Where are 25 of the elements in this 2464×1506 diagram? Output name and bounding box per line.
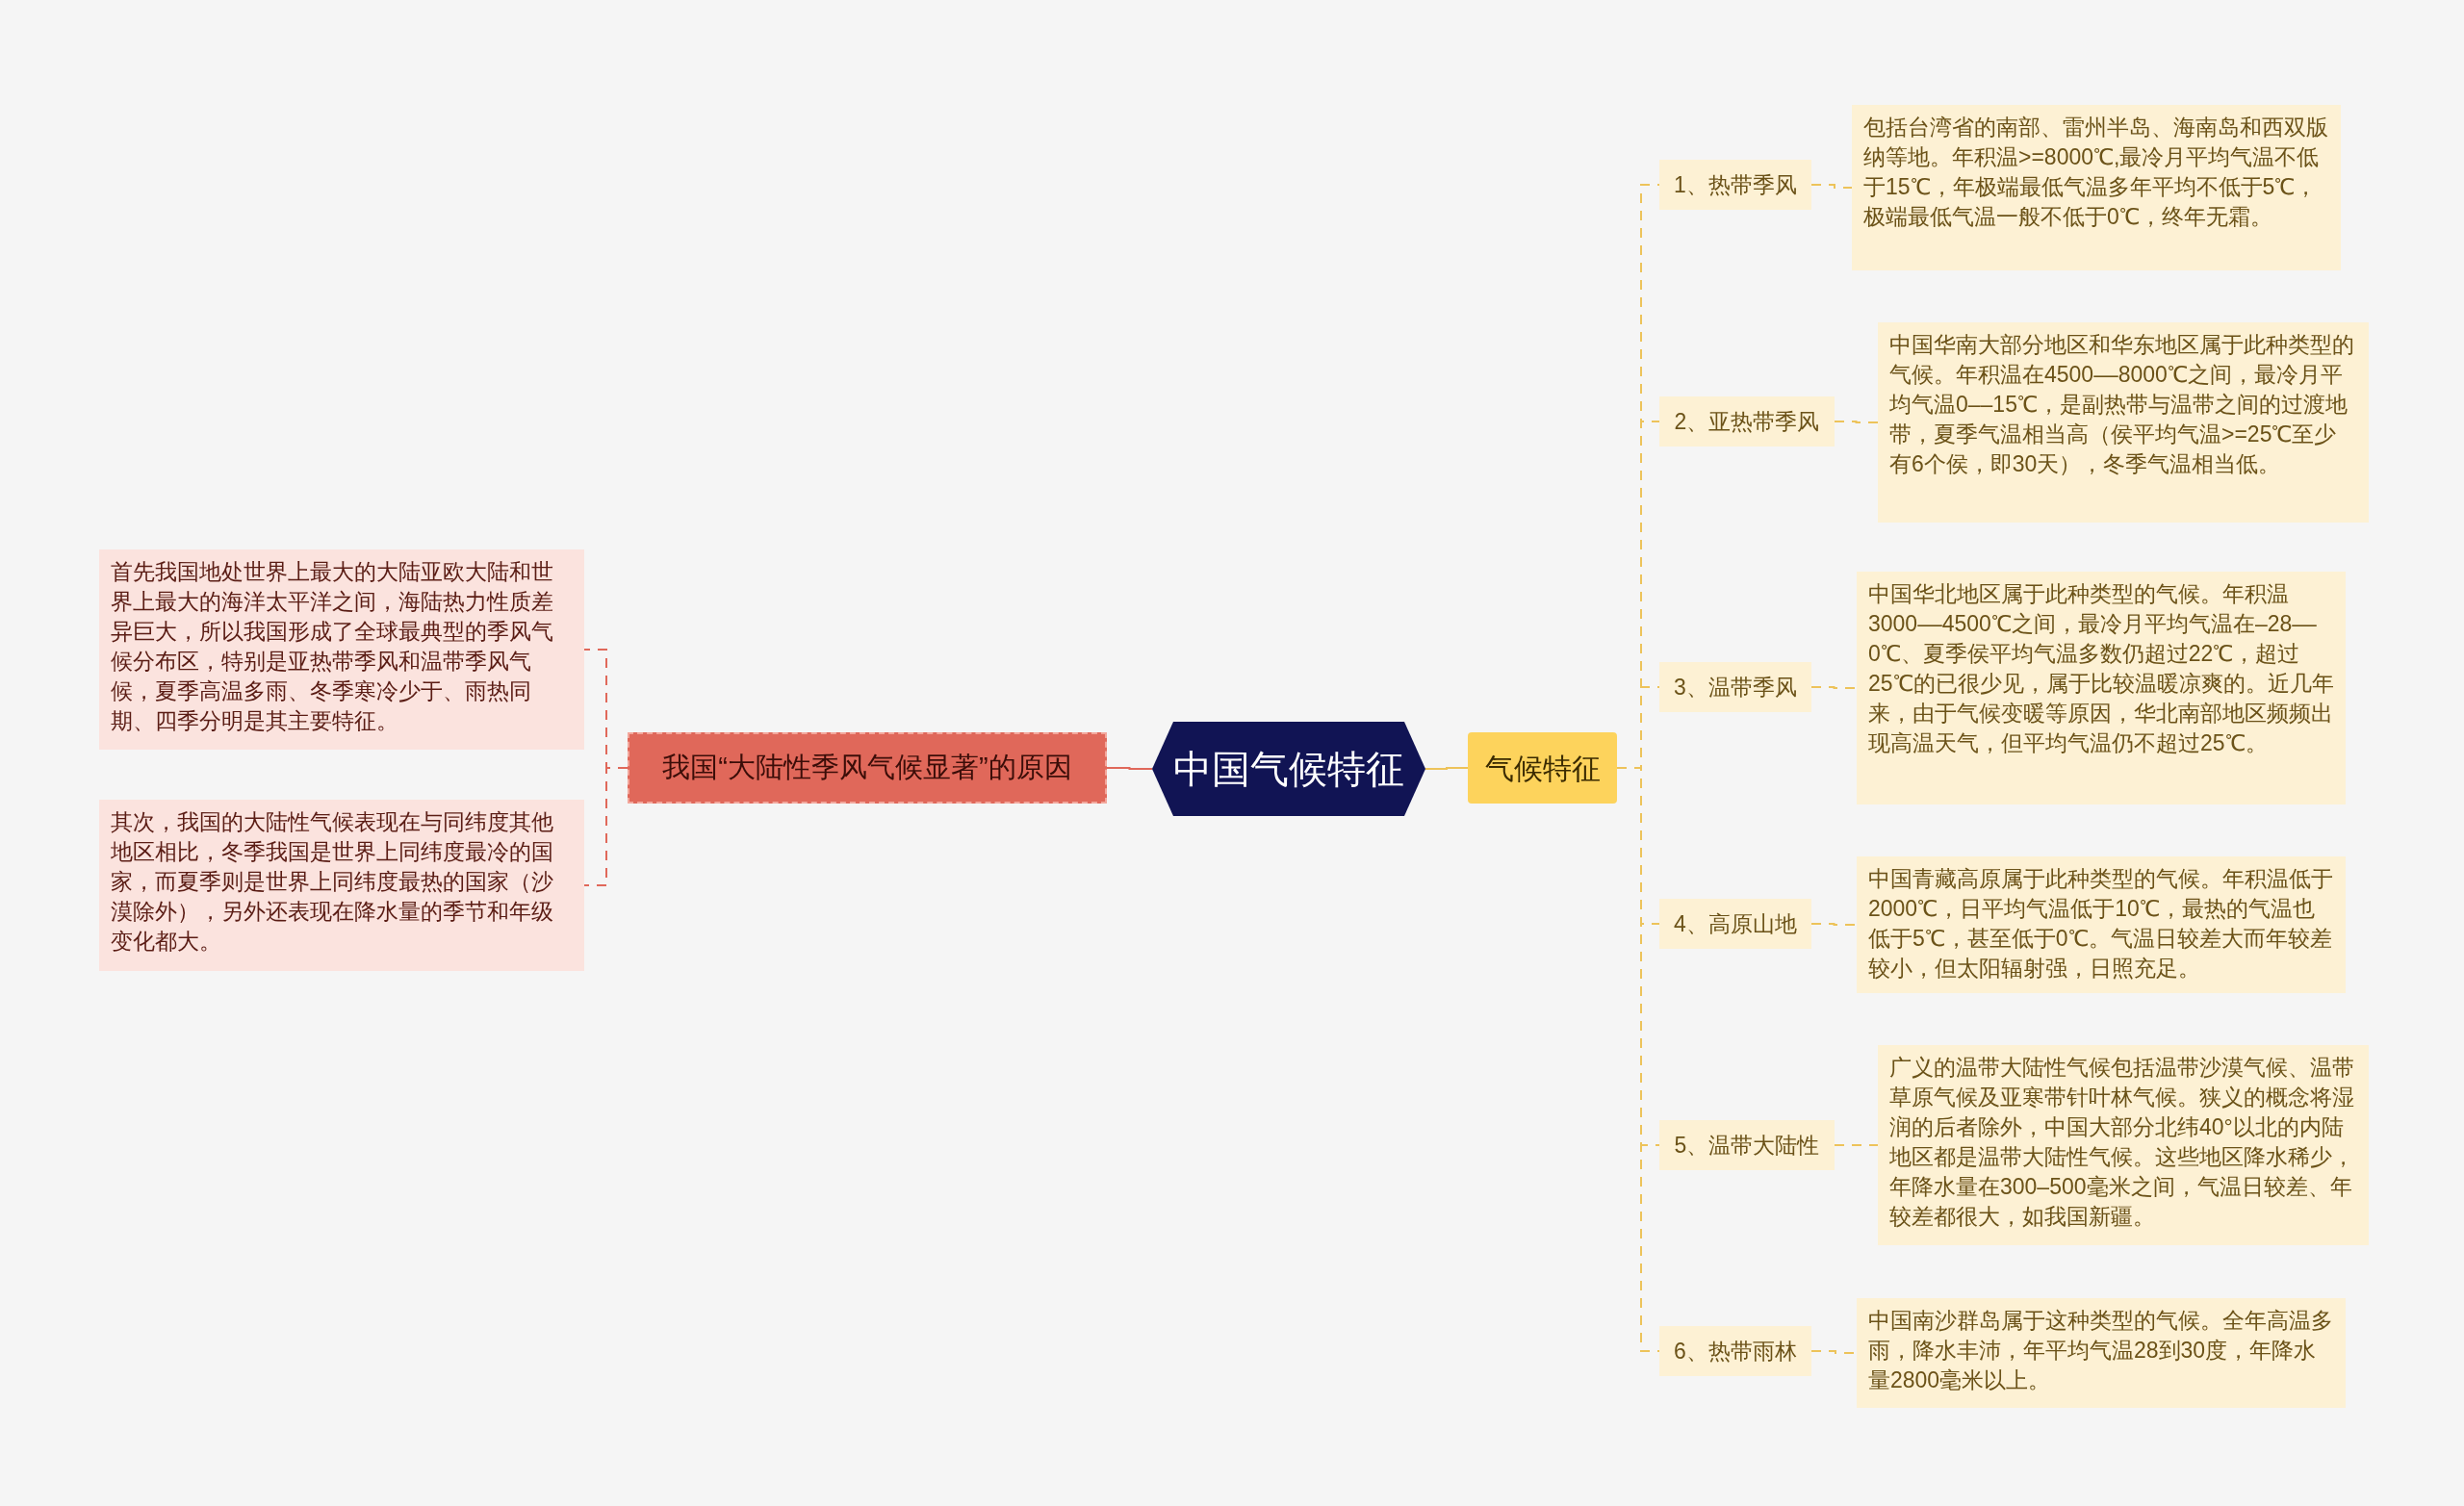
connector-line <box>1810 686 1858 689</box>
subtopic-label: 6、热带雨林 <box>1659 1326 1811 1376</box>
connector-line <box>583 767 629 886</box>
note-text: 中国华北地区属于此种类型的气候。年积温3000––4500℃之间，最冷月平均气温在–28––0℃、夏季侯平均气温多数仍超过22℃，超过25℃的已很少见，属于比较温暖凉爽的。近几年来，由于气候变暖等原因，华北南部地区频频出现高温天气，但平均气温仍不超过25℃。 <box>1857 572 2346 804</box>
note-text: 广义的温带大陆性气候包括温带沙漠气候、温带草原气候及亚寒带针叶林气候。狭义的概念将湿润的后者除外，中国大部分北纬40°以北的内陆地区都是温带大陆性气候。这些地区降水稀少，年降水量在300–500毫米之间，气温日较差、年较差都很大，如我国新疆。 <box>1878 1045 2369 1245</box>
connector-line <box>1106 767 1153 770</box>
connector-line <box>1810 923 1858 926</box>
subtopic-label: 2、亚热带季风 <box>1659 396 1835 447</box>
connector-line <box>1834 1144 1879 1146</box>
branch-topic: 我国“大陆性季风气候显著”的原因 <box>628 732 1107 804</box>
connector-line <box>1834 421 1879 423</box>
branch-topic: 气候特征 <box>1468 732 1617 804</box>
note-text: 中国华南大部分地区和华东地区属于此种类型的气候。年积温在4500––8000℃之间，最冷月平均气温0––15℃，是副热带与温带之间的过渡地带，夏季气温相当高（侯平均气温>=25℃至少有6个侯，即30天），冬季气温相当低。 <box>1878 322 2369 523</box>
connector-line <box>1810 184 1853 189</box>
note-text: 首先我国地处世界上最大的大陆亚欧大陆和世界上最大的海洋太平洋之间，海陆热力性质差异巨大，所以我国形成了全球最典型的季风气候分布区，特别是亚热带季风和温带季风气候，夏季高温多雨、冬季寒冷少于、雨热同期、四季分明是其主要特征。 <box>99 549 584 750</box>
note-text: 中国南沙群岛属于这种类型的气候。全年高温多雨，降水丰沛，年平均气温28到30度，年降水量2800毫米以上。 <box>1857 1298 2346 1408</box>
connector-line <box>1424 767 1469 770</box>
subtopic-label: 5、温带大陆性 <box>1659 1120 1835 1170</box>
note-text: 其次，我国的大陆性气候表现在与同纬度其他地区相比，冬季我国是世界上同纬度最冷的国家，而夏季则是世界上同纬度最热的国家（沙漠除外），另外还表现在降水量的季节和年级变化都大。 <box>99 800 584 971</box>
subtopic-label: 3、温带季风 <box>1659 662 1811 712</box>
note-text: 中国青藏高原属于此种类型的气候。年积温低于2000℃，日平均气温低于10℃，最热的气温也低于5℃，甚至低于0℃。气温日较差大而年较差较小，但太阳辐射强，日照充足。 <box>1857 856 2346 993</box>
subtopic-label: 4、高原山地 <box>1659 899 1811 949</box>
subtopic-label: 1、热带季风 <box>1659 160 1811 210</box>
central-topic: 中国气候特征 <box>1152 722 1425 816</box>
note-text: 包括台湾省的南部、雷州半岛、海南岛和西双版纳等地。年积温>=8000℃,最冷月平均气温不低于15℃，年极端最低气温多年平均不低于5℃，极端最低气温一般不低于0℃，终年无霜。 <box>1852 105 2341 270</box>
